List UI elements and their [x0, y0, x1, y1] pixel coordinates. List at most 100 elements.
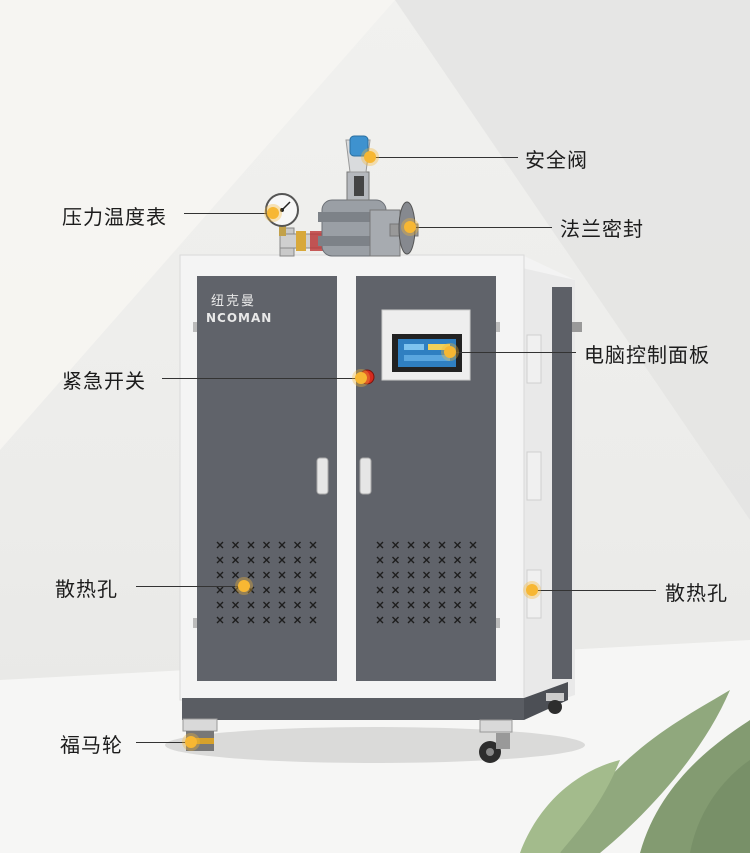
- vent-hole: [423, 586, 430, 594]
- callout-line-vent-right: [536, 590, 656, 591]
- callout-dot-emergency-switch: [355, 372, 367, 384]
- callout-line-caster: [136, 742, 188, 743]
- vent-hole: [232, 541, 239, 549]
- vent-hole: [263, 601, 270, 609]
- vent-hole: [454, 571, 461, 579]
- vent-hole: [469, 541, 477, 549]
- vent-hole: [232, 616, 239, 624]
- callout-dot-vent-right: [526, 584, 538, 596]
- vent-hole: [294, 541, 301, 549]
- vent-hole: [469, 601, 477, 609]
- vent-hole: [407, 616, 415, 624]
- plant-leaves: [520, 690, 750, 853]
- vent-hole: [469, 556, 477, 564]
- vent-hole: [216, 556, 224, 564]
- vent-hole: [294, 601, 301, 609]
- vent-hole: [294, 616, 301, 624]
- vent-hole: [407, 586, 415, 594]
- vent-hole: [423, 571, 430, 579]
- vent-hole: [247, 571, 255, 579]
- caster-back: [546, 693, 564, 714]
- vent-hole: [392, 586, 399, 594]
- vent-hole: [263, 556, 270, 564]
- vent-hole: [392, 541, 399, 549]
- left-door-handle: [316, 457, 329, 495]
- label-caster: 福马轮: [60, 733, 123, 757]
- cabinet-base: [182, 698, 524, 720]
- label-vent-left: 散热孔: [55, 577, 118, 601]
- vent-hole: [423, 556, 430, 564]
- vent-hole: [247, 616, 255, 624]
- right-vent-grid: [376, 541, 477, 624]
- safety-valve-cap: [349, 135, 369, 157]
- vent-hole: [392, 556, 399, 564]
- vent-hole: [438, 541, 446, 549]
- vent-hole: [278, 571, 286, 579]
- caster-right: [479, 719, 513, 763]
- vent-hole: [216, 586, 224, 594]
- label-pressure-gauge: 压力温度表: [62, 205, 167, 229]
- vent-hole: [454, 616, 461, 624]
- callout-dot-control-panel: [444, 346, 456, 358]
- vent-hole: [247, 541, 255, 549]
- vent-hole: [278, 556, 286, 564]
- brand-chinese: 纽克曼: [211, 294, 256, 309]
- vent-hole: [278, 586, 286, 594]
- vent-hole: [376, 616, 384, 624]
- vent-hole: [376, 541, 384, 549]
- callout-line-safety-valve: [370, 157, 518, 158]
- vent-hole: [469, 571, 477, 579]
- vent-hole: [247, 556, 255, 564]
- vent-hole: [232, 601, 239, 609]
- callout-line-flange-seal: [410, 227, 552, 228]
- vent-hole: [263, 586, 270, 594]
- vent-hole: [294, 571, 301, 579]
- vent-hole: [423, 541, 430, 549]
- vent-hole: [454, 586, 461, 594]
- vent-hole: [392, 571, 399, 579]
- right-door-handle: [359, 457, 372, 495]
- vent-hole: [216, 601, 224, 609]
- callout-line-pressure-gauge: [184, 213, 274, 214]
- vent-hole: [407, 556, 415, 564]
- vent-hole: [407, 541, 415, 549]
- vent-hole: [407, 571, 415, 579]
- vent-hole: [309, 586, 317, 594]
- vent-hole: [423, 616, 430, 624]
- vent-hole: [309, 571, 317, 579]
- vent-hole: [392, 601, 399, 609]
- vent-hole: [232, 571, 239, 579]
- vent-hole: [438, 571, 446, 579]
- vent-hole: [294, 586, 301, 594]
- vent-hole: [216, 616, 224, 624]
- vent-hole: [278, 541, 286, 549]
- vent-hole: [469, 586, 477, 594]
- vent-hole: [263, 571, 270, 579]
- brand-english: NCOMAN: [206, 311, 272, 325]
- callout-dot-flange-seal: [404, 221, 416, 233]
- callout-line-control-panel: [450, 352, 576, 353]
- vent-hole: [376, 556, 384, 564]
- callout-line-vent-left: [136, 586, 241, 587]
- vent-hole: [407, 601, 415, 609]
- callout-dot-caster: [185, 736, 197, 748]
- vent-hole: [247, 601, 255, 609]
- vent-hole: [278, 601, 286, 609]
- label-flange-seal: 法兰密封: [560, 217, 644, 241]
- vent-hole: [438, 601, 446, 609]
- vent-hole: [454, 541, 461, 549]
- vent-hole: [263, 541, 270, 549]
- vent-hole: [309, 556, 317, 564]
- vent-hole: [438, 616, 446, 624]
- vent-hole: [376, 571, 384, 579]
- vent-hole: [278, 616, 286, 624]
- left-door: [197, 276, 337, 681]
- vent-hole: [309, 616, 317, 624]
- label-safety-valve: 安全阀: [525, 148, 588, 172]
- vent-hole: [216, 541, 224, 549]
- vent-hole: [309, 541, 317, 549]
- vent-hole: [309, 601, 317, 609]
- vent-hole: [469, 616, 477, 624]
- label-emergency-switch: 紧急开关: [62, 369, 146, 393]
- vent-hole: [454, 556, 461, 564]
